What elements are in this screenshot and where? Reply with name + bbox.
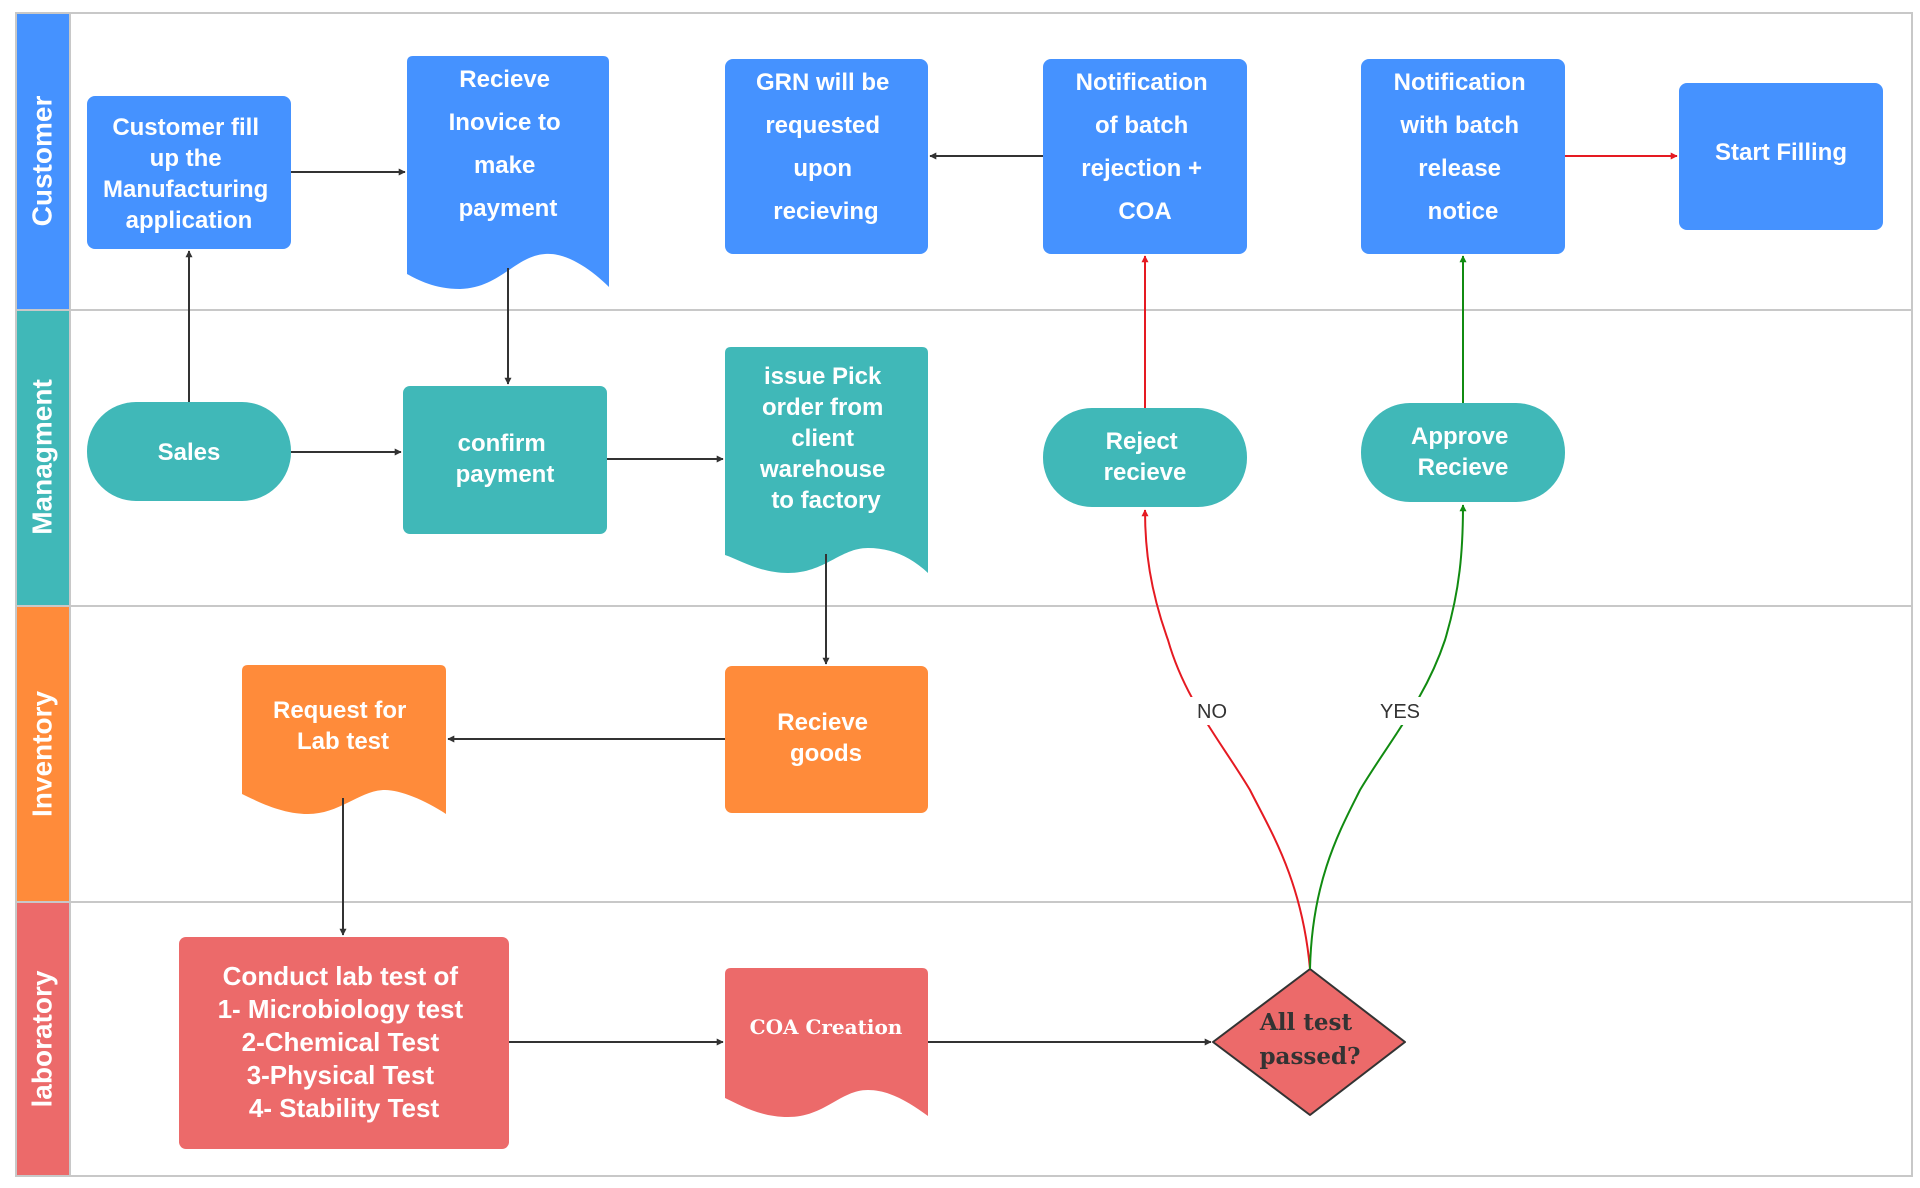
request-lab-document[interactable] (242, 665, 446, 814)
confirm-payment-box[interactable] (403, 386, 607, 534)
reject-receive-terminal[interactable] (1043, 408, 1247, 507)
shapes (87, 56, 1883, 1149)
notify-rejection-box[interactable] (1043, 59, 1247, 254)
connectors: NO YES (185, 152, 1678, 1046)
grn-box[interactable] (725, 59, 928, 254)
approve-receive-terminal[interactable] (1361, 403, 1565, 502)
all-test-label: All test passed? (1259, 1009, 1361, 1070)
request-lab-label: Request for Lab test (273, 697, 413, 755)
arrow-decision-no-to-reject[interactable] (1141, 509, 1311, 970)
lane-header-inventory (17, 607, 69, 901)
conduct-lab-box[interactable] (179, 937, 509, 1149)
reject-receive-label: Reject recieve (1104, 428, 1187, 486)
issue-pick-label: issue Pick order from client warehouse t… (759, 363, 892, 514)
shape-labels: Customer fill up the Manufacturing appli… (103, 66, 1847, 1123)
notify-release-label: Notification with batch release notice (1394, 69, 1533, 225)
conduct-lab-label: Conduct lab test of 1- Microbiology test… (218, 961, 471, 1123)
edge-label-no: NO (1197, 701, 1227, 723)
coa-creation-document[interactable] (725, 968, 928, 1117)
sales-terminal[interactable] (87, 402, 291, 501)
start-filling-box[interactable] (1679, 83, 1883, 230)
receive-invoice-document[interactable] (407, 56, 609, 289)
sales-label: Sales (158, 439, 221, 466)
notify-rejection-label: Notification of batch rejection + COA (1076, 69, 1215, 225)
lane-header-laboratory (17, 903, 69, 1175)
lane-header-management (17, 311, 69, 605)
edge-label-yes-background (1370, 697, 1430, 725)
grn-label: GRN will be requested upon recieving (756, 69, 896, 225)
arrow-decision-yes-to-approve[interactable] (1309, 504, 1467, 970)
lane-label-inventory: Inventory (27, 691, 58, 817)
approve-receive-label: Approve Recieve (1411, 423, 1515, 481)
lane-label-management: Managment (27, 379, 58, 535)
edge-label-yes: YES (1380, 701, 1420, 723)
all-test-decision-diamond[interactable] (1212, 968, 1406, 1116)
lane-label-customer: Customer (27, 96, 58, 227)
lane-header-customer (17, 14, 69, 309)
receive-goods-label: Recieve goods (777, 709, 874, 767)
customer-fill-box[interactable] (87, 96, 291, 249)
confirm-payment-label: confirm payment (456, 430, 555, 488)
customer-fill-label: Customer fill up the Manufacturing appli… (103, 114, 275, 234)
edge-label-no-background (1188, 697, 1238, 725)
receive-invoice-label: Recieve Inovice to make payment (449, 66, 568, 222)
notify-release-box[interactable] (1361, 59, 1565, 254)
receive-goods-box[interactable] (725, 666, 928, 813)
start-filling-label: Start Filling (1715, 139, 1847, 166)
coa-creation-label: COA Creation (750, 1015, 903, 1039)
issue-pick-document[interactable] (725, 347, 928, 573)
lane-label-laboratory: laboratory (27, 970, 58, 1107)
